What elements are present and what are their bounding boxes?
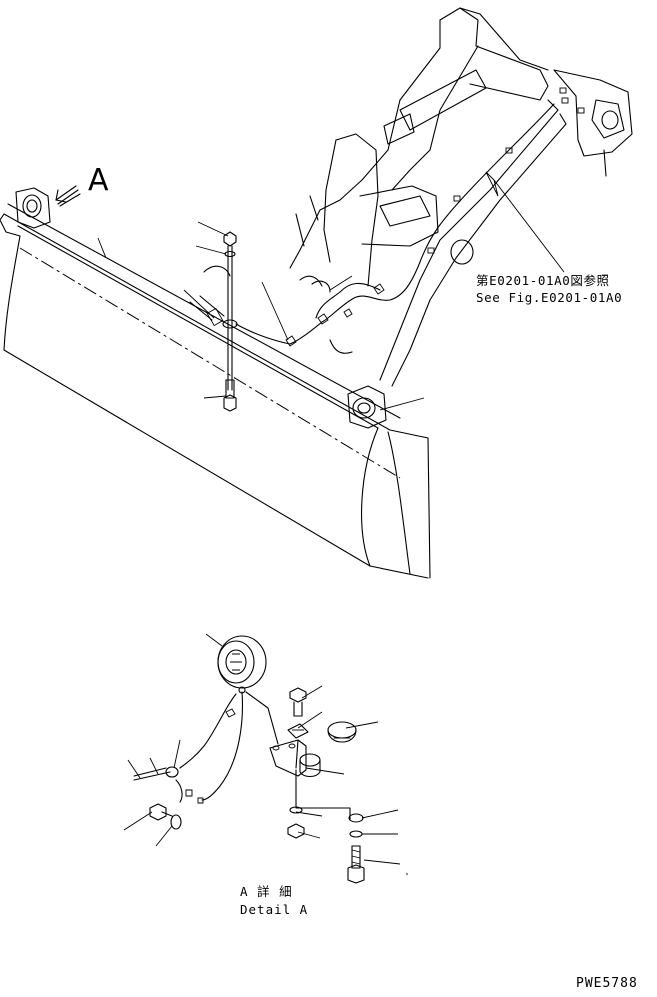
detail-title-jp: A 詳 細 xyxy=(240,884,293,899)
detail-a-drawing xyxy=(133,635,365,884)
leader-lines-detail xyxy=(123,633,408,875)
wiring-harness xyxy=(189,103,555,354)
view-marker-a: A xyxy=(88,163,109,198)
leader-lines-upper xyxy=(97,171,565,411)
figure-code: PWE5788 xyxy=(576,976,638,991)
push-frame xyxy=(289,7,633,387)
reference-note-en: See Fig.E0201-01A0 xyxy=(476,290,623,305)
detail-title-en: Detail A xyxy=(240,902,309,917)
view-arrow-a xyxy=(55,185,81,207)
reference-note-jp: 第E0201-01A0図参照 xyxy=(476,273,610,288)
dozer-blade xyxy=(0,187,431,579)
bolt-stack xyxy=(222,231,238,412)
